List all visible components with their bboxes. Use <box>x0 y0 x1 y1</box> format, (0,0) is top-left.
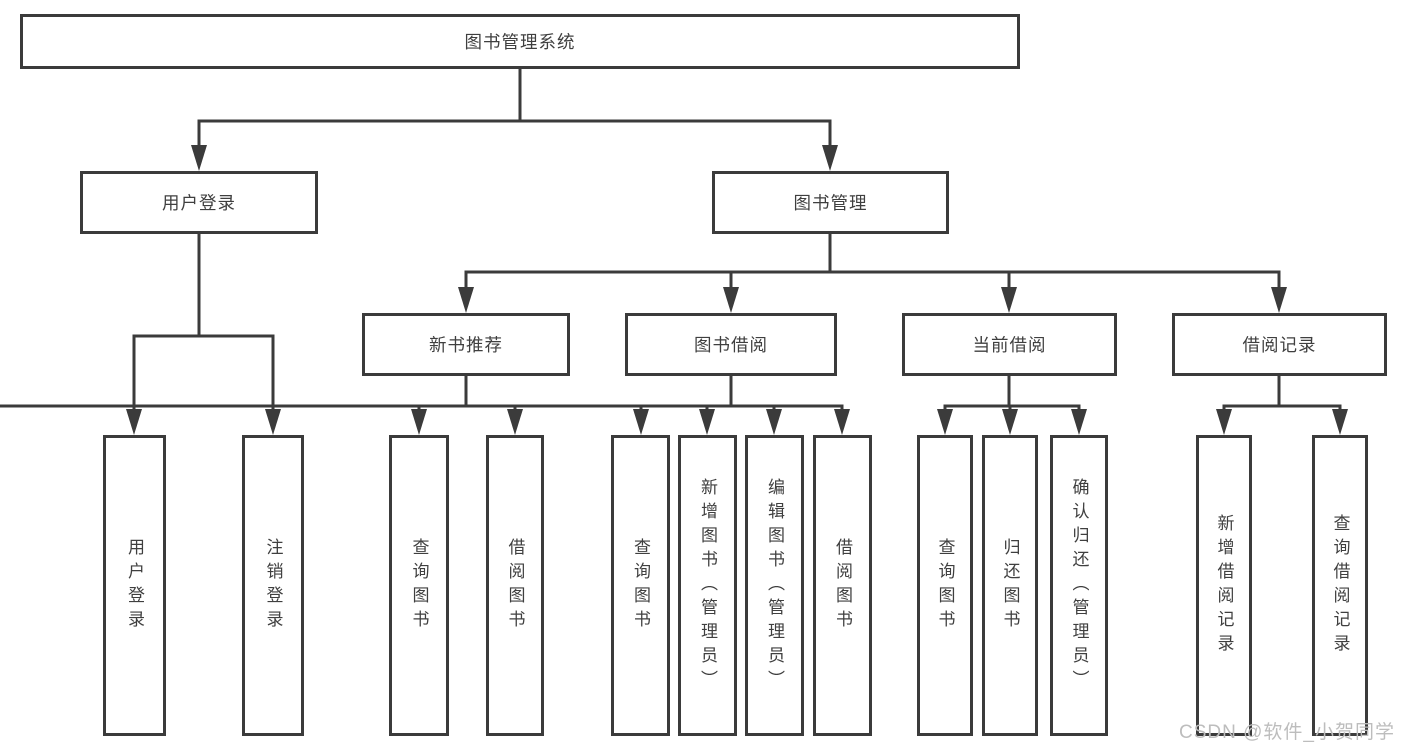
node-bb-borrow-books-label: 借阅图书 <box>833 537 852 634</box>
node-br-add-record: 新增借阅记录 <box>1196 435 1252 736</box>
node-bb-edit-books-admin-label: 编辑图书（管理员） <box>765 477 784 694</box>
node-book-management: 图书管理 <box>712 171 949 234</box>
node-current-borrowing: 当前借阅 <box>902 313 1117 376</box>
node-leaf-user-login: 用户登录 <box>103 435 166 736</box>
node-leaf-logout: 注销登录 <box>242 435 304 736</box>
node-br-add-record-label: 新增借阅记录 <box>1214 513 1234 658</box>
node-book-management-label: 图书管理 <box>793 193 868 213</box>
node-new-book-recommendation: 新书推荐 <box>362 313 570 376</box>
node-user-login: 用户登录 <box>80 171 318 234</box>
node-bb-borrow-books: 借阅图书 <box>813 435 872 736</box>
node-cb-query-books: 查询图书 <box>917 435 973 736</box>
csdn-watermark: CSDN @软件_小贺同学 <box>1179 722 1395 743</box>
node-bb-edit-books-admin: 编辑图书（管理员） <box>745 435 804 736</box>
node-book-borrowing: 图书借阅 <box>625 313 837 376</box>
node-nb-query-books-label: 查询图书 <box>409 537 429 634</box>
node-cb-confirm-return-admin: 确认归还（管理员） <box>1050 435 1108 736</box>
node-cb-return-books-label: 归还图书 <box>1000 537 1020 634</box>
node-nb-query-books: 查询图书 <box>389 435 449 736</box>
node-borrowing-records: 借阅记录 <box>1172 313 1387 376</box>
node-cb-return-books: 归还图书 <box>982 435 1038 736</box>
node-bb-add-books-admin: 新增图书（管理员） <box>678 435 737 736</box>
node-br-query-record: 查询借阅记录 <box>1312 435 1368 736</box>
node-borrowing-records-label: 借阅记录 <box>1242 335 1317 355</box>
node-leaf-logout-label: 注销登录 <box>263 537 283 634</box>
node-cb-confirm-return-admin-label: 确认归还（管理员） <box>1069 477 1089 694</box>
node-nb-borrow-books-label: 借阅图书 <box>505 537 525 634</box>
node-user-login-label: 用户登录 <box>162 193 236 213</box>
node-current-borrowing-label: 当前借阅 <box>972 335 1047 355</box>
node-root: 图书管理系统 <box>20 14 1020 69</box>
node-new-book-recommendation-label: 新书推荐 <box>429 335 503 355</box>
node-bb-query-books-label: 查询图书 <box>631 537 650 634</box>
node-leaf-user-login-label: 用户登录 <box>125 537 144 634</box>
node-book-borrowing-label: 图书借阅 <box>694 335 768 355</box>
node-br-query-record-label: 查询借阅记录 <box>1330 513 1350 658</box>
node-cb-query-books-label: 查询图书 <box>935 537 955 634</box>
node-nb-borrow-books: 借阅图书 <box>486 435 544 736</box>
node-bb-query-books: 查询图书 <box>611 435 670 736</box>
node-bb-add-books-admin-label: 新增图书（管理员） <box>698 477 717 694</box>
node-root-label: 图书管理系统 <box>464 32 576 52</box>
